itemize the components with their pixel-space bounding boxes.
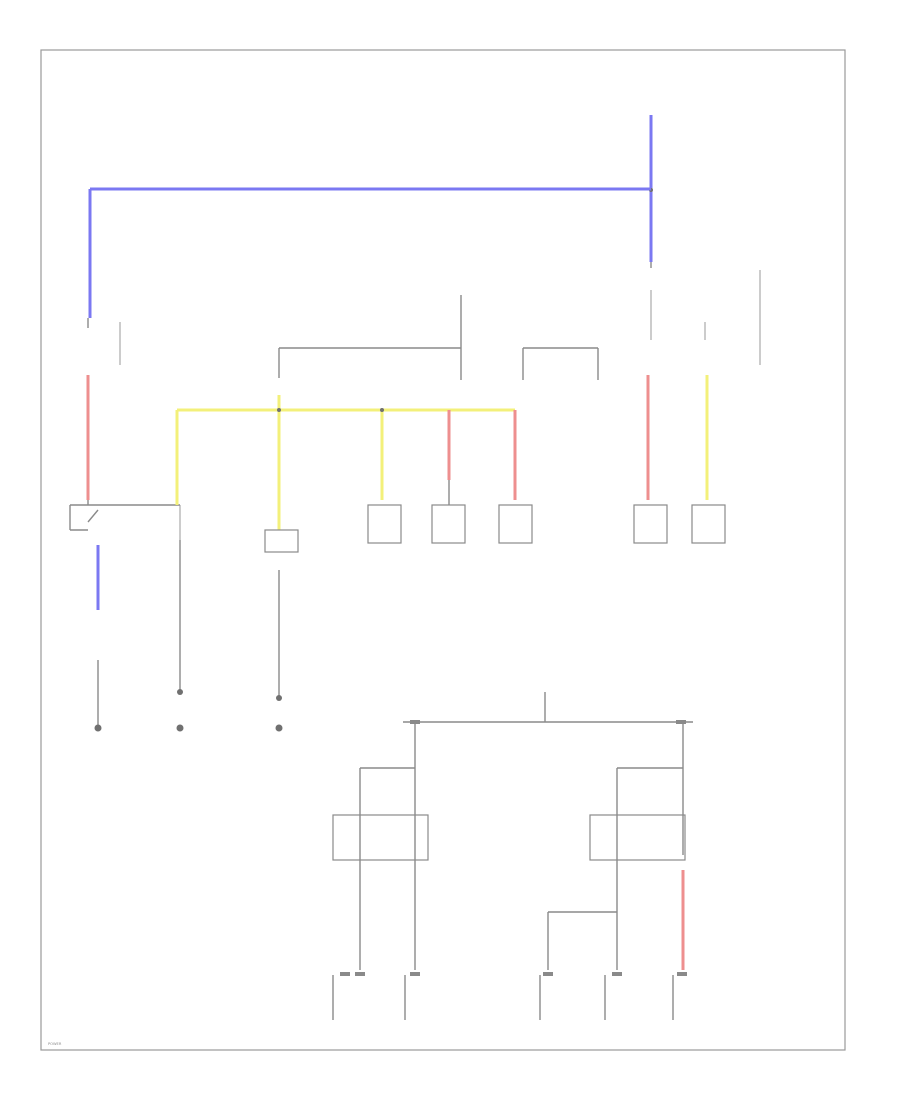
page-tag: POWER	[48, 1042, 62, 1046]
lower-section	[332, 692, 693, 1020]
right-fuses	[646, 300, 709, 500]
left-branch	[69, 318, 181, 732]
load-boxes	[264, 504, 726, 553]
diagram-frame	[40, 49, 846, 1051]
center-connector	[175, 295, 599, 732]
top-source	[88, 115, 761, 365]
